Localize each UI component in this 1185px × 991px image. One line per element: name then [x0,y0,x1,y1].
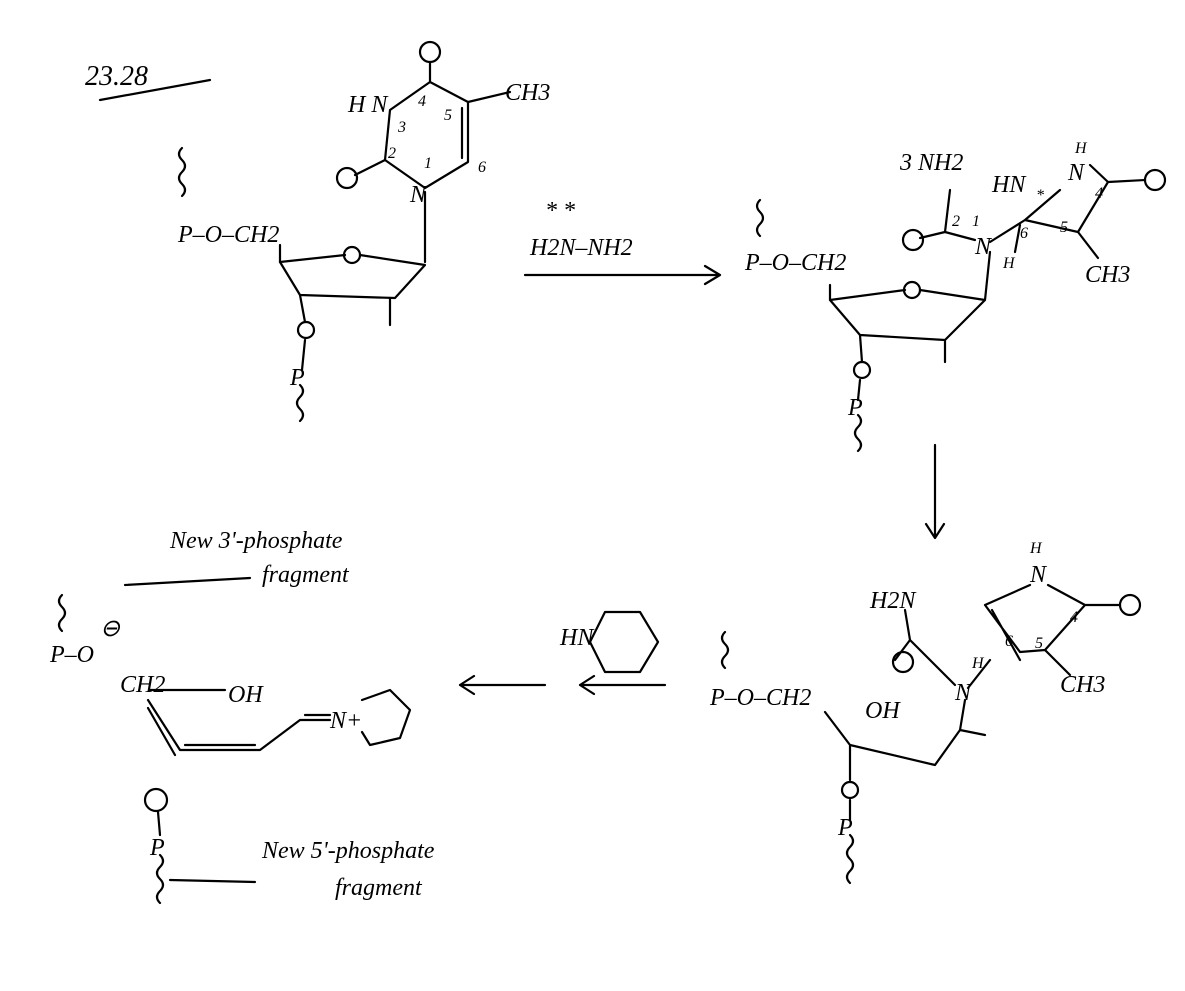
arrow-right [523,264,722,286]
isotope-mark: * [1036,187,1044,204]
label-hn: H N [347,92,389,118]
thymidine-structure: H N 3 4 5 6 2 1 N CH3 P–O–CH2 P [177,40,550,423]
label-3prime: New 3'-phosphate fragment [169,528,350,588]
label-hn: HN [991,172,1027,198]
piperidinium-ring [360,688,412,747]
atom-number: 2 [952,213,960,230]
label-h: H [1029,540,1043,557]
atom-number: 1 [972,213,980,230]
label-ch3: CH3 [505,80,550,106]
atom-number: 5 [1060,219,1068,236]
atom-number: 6 [1020,225,1028,242]
label-p: P [847,395,863,421]
label-n: N [1067,160,1086,186]
label-p: P [289,365,305,391]
label-5prime-line1: New 5'-phosphate [261,838,435,864]
hydrazine-adduct: H N 3 NH2 HN * 4 2 1 N 6 5 H CH3 P–O–CH2… [744,140,1167,453]
label-ch3: CH3 [1085,262,1130,288]
arrow-left-2 [458,674,547,696]
label-oh: OH [228,682,264,708]
oxygen-c2 [335,166,359,190]
label-ch2: CH2 [120,672,165,698]
label-hn: HN [559,625,595,651]
label-3prime-underline [123,576,252,587]
atom-number: 4 [1095,185,1103,202]
label-n: N [409,182,428,208]
label-n: N [974,234,993,260]
label-h: H [1002,255,1016,272]
products: P–O ⊖ CH2 OH N+ P [49,593,412,905]
label-p-o: P–O [49,642,94,668]
label-linker: P–O–CH2 [709,685,811,711]
label-3prime-line2: fragment [262,562,350,588]
open-chain-intermediate: H2N H N 4 5 6 H CH3 OH N P–O–CH2 P [709,540,1142,885]
label-ch3: CH3 [1060,672,1105,698]
label-linker: P–O–CH2 [177,222,279,248]
problem-number: 23.28 [85,61,148,92]
hydrazine-step: * * H2N–NH2 [523,198,722,286]
label-n: N [954,680,973,706]
label-5prime: New 5'-phosphate fragment [261,838,435,901]
negative-charge: ⊖ [100,616,121,642]
label-3prime-line1: New 3'-phosphate [169,528,343,554]
label-oh: OH [865,698,901,724]
atom-number: 4 [418,93,426,110]
atom-number: 1 [424,155,432,172]
atom-number: 4 [1070,609,1078,626]
label-h2n: H2N [869,588,917,614]
arrow-left-1 [578,674,667,696]
atom-number: 6 [478,159,486,176]
piperidine-step: HN [458,610,667,696]
label-p: P [149,835,165,861]
atom-number: 6 [1005,633,1013,650]
piperidine-ring [588,610,660,674]
label-h: H [971,655,985,672]
label-n: N [1029,562,1048,588]
arrow-down [924,443,946,540]
reagent-label: H2N–NH2 [529,235,633,261]
label-nh2: 3 NH2 [899,150,963,176]
label-nplus: N+ [329,708,362,734]
atom-number: 3 [397,119,406,136]
oxygen-c4 [418,40,442,64]
isotope-marks: * * [545,198,575,224]
label-linker: P–O–CH2 [744,250,846,276]
atom-number: 2 [388,145,396,162]
problem-underline [98,78,212,102]
atom-number: 5 [444,107,452,124]
label-5prime-line2: fragment [335,875,423,901]
label-h: H [1074,140,1088,157]
label-p: P [837,815,853,841]
atom-number: 5 [1035,635,1043,652]
